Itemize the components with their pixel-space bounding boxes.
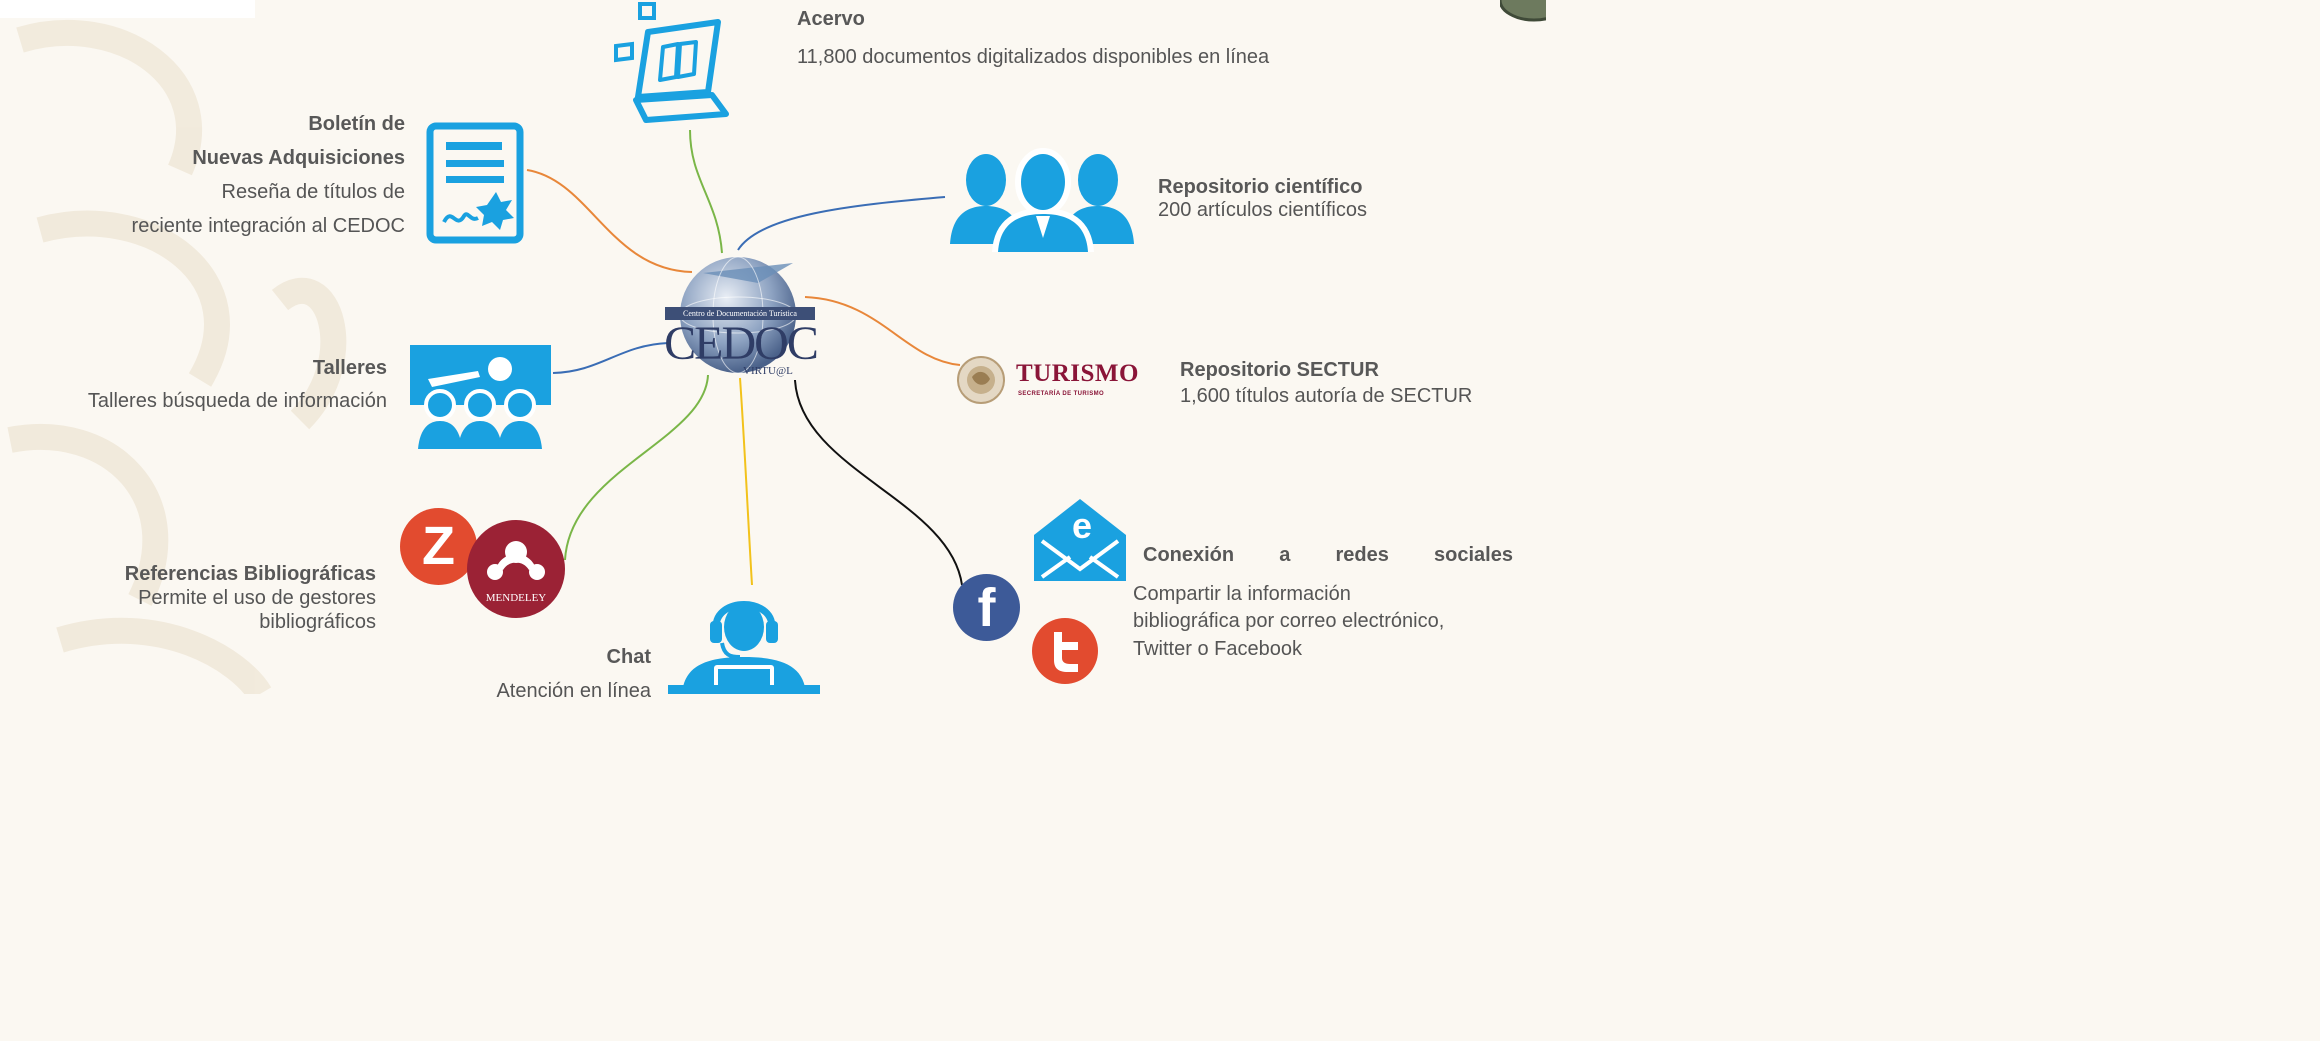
link-repositorio-sectur — [804, 296, 961, 366]
link-referencias — [564, 374, 709, 561]
acervo-desc: 11,800 documentos digitalizados disponib… — [797, 46, 1270, 68]
people-group-icon — [950, 148, 1134, 252]
link-repositorio-cientifico — [737, 196, 946, 251]
link-talleres — [552, 342, 669, 374]
zotero-letter: Z — [422, 516, 455, 576]
talleres-title: Talleres — [312, 357, 387, 379]
link-conexion — [794, 379, 963, 586]
mendeley-icon: MENDELEY — [467, 520, 565, 618]
facebook-icon: f — [953, 574, 1020, 641]
mexico-seal-icon — [957, 356, 1005, 404]
twitter-icon — [1032, 618, 1098, 684]
email-letter: e — [1071, 505, 1093, 546]
referencias-desc-2: bibliográficos — [259, 611, 376, 633]
acervo-title: Acervo — [797, 8, 865, 30]
boletin-desc-2: reciente integración al CEDOC — [131, 215, 405, 237]
link-boletin — [526, 169, 693, 273]
seal-icon — [1500, 0, 1546, 22]
repositorio-sectur-title: Repositorio SECTUR — [1180, 359, 1379, 381]
chat-desc: Atención en línea — [496, 680, 651, 702]
turismo-sub: SECRETARÍA DE TURISMO — [1018, 391, 1105, 397]
connector-lines — [526, 129, 963, 586]
link-acervo — [689, 129, 723, 254]
twitter-mark — [1054, 632, 1078, 672]
zotero-icon: Z — [400, 508, 477, 585]
cedoc-title: CEDOC — [664, 317, 819, 370]
conexion-desc-3: Twitter o Facebook — [1133, 638, 1302, 660]
talleres-desc: Talleres búsqueda de información — [87, 390, 387, 412]
laptop-book-icon — [614, 2, 729, 123]
conexion-desc-1: Compartir la información — [1133, 583, 1351, 605]
email-icon — [1034, 499, 1126, 581]
referencias-desc-1: Permite el uso de gestores — [138, 587, 376, 609]
background-ornament — [7, 19, 347, 694]
cedoc-center[interactable]: Centro de Documentación Turística CEDOC … — [663, 253, 819, 383]
repositorio-cientifico-desc: 200 artículos científicos — [1158, 199, 1367, 221]
mendeley-text: MENDELEY — [485, 592, 547, 604]
cedoc-sub: VIRTU@L — [743, 365, 793, 377]
turismo-logo: TURISMO — [1016, 360, 1139, 387]
facebook-letter: f — [977, 578, 996, 638]
chat-title: Chat — [606, 646, 651, 668]
boletin-title-1: Boletín de — [308, 113, 405, 135]
link-chat — [739, 377, 753, 586]
repositorio-cientifico-title: Repositorio científico — [1158, 176, 1363, 198]
certificate-icon — [426, 122, 524, 244]
cedoc-banner: Centro de Documentación Turística — [665, 307, 815, 320]
mendeley-mark — [487, 541, 545, 580]
referencias-title: Referencias Bibliográficas — [124, 563, 376, 585]
boletin-desc-1: Reseña de títulos de — [221, 181, 405, 203]
boletin-title-2: Nuevas Adquisiciones — [192, 147, 405, 169]
workshop-icon — [410, 345, 551, 449]
conexion-title: Conexión a redes sociales — [1143, 544, 1513, 566]
repositorio-sectur-desc: 1,600 títulos autoría de SECTUR — [1180, 385, 1473, 407]
header-strip — [0, 0, 255, 18]
headset-agent-icon — [668, 601, 820, 694]
conexion-desc-2: bibliográfica por correo electrónico, — [1133, 610, 1445, 632]
